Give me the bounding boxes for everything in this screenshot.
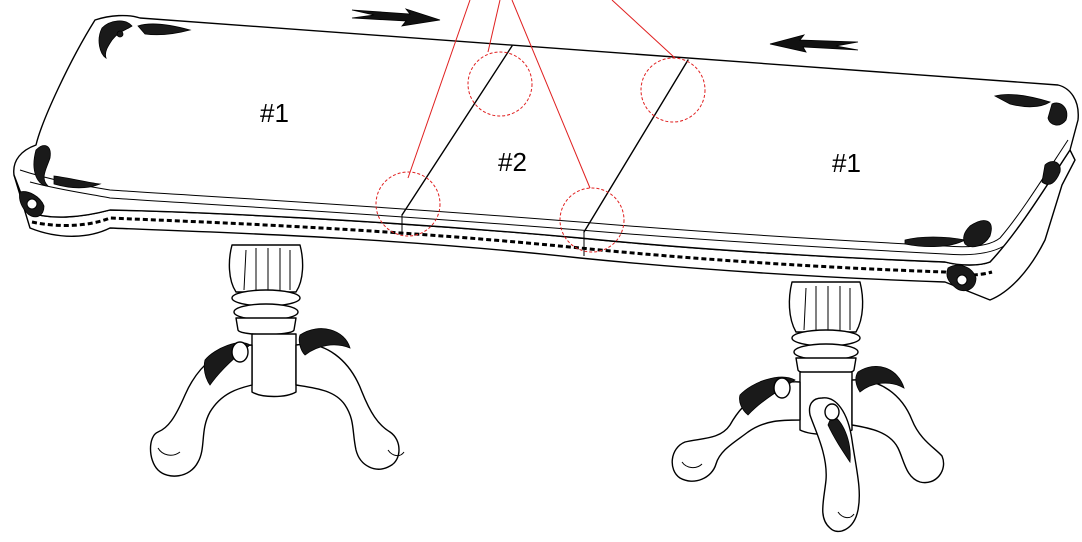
callout-circle — [467, 51, 533, 117]
leaf-label-middle: #2 — [498, 147, 527, 177]
seam-callouts — [375, 0, 706, 253]
right-seam — [583, 59, 689, 233]
arrow-right-icon — [351, 8, 441, 27]
callout-circle — [375, 171, 441, 237]
carving-top-left — [98, 20, 192, 59]
callout-line — [511, 0, 591, 189]
callout-line — [611, 0, 676, 59]
callout-circle — [559, 187, 625, 253]
left-pedestal — [149, 244, 405, 477]
carving-bottom-left — [19, 145, 102, 218]
callout-line — [487, 0, 501, 53]
callout-line — [407, 0, 471, 179]
left-seam — [401, 45, 513, 216]
leaf-label-left: #1 — [260, 98, 289, 128]
right-pedestal — [671, 281, 945, 533]
leaf-label-right: #1 — [832, 148, 861, 178]
carving-top-right — [993, 94, 1068, 126]
bead-trim — [31, 216, 993, 277]
table-top — [13, 14, 1079, 301]
arrow-left-icon — [769, 34, 859, 53]
carving-bottom-right — [904, 161, 1061, 292]
callout-circle — [640, 57, 706, 123]
